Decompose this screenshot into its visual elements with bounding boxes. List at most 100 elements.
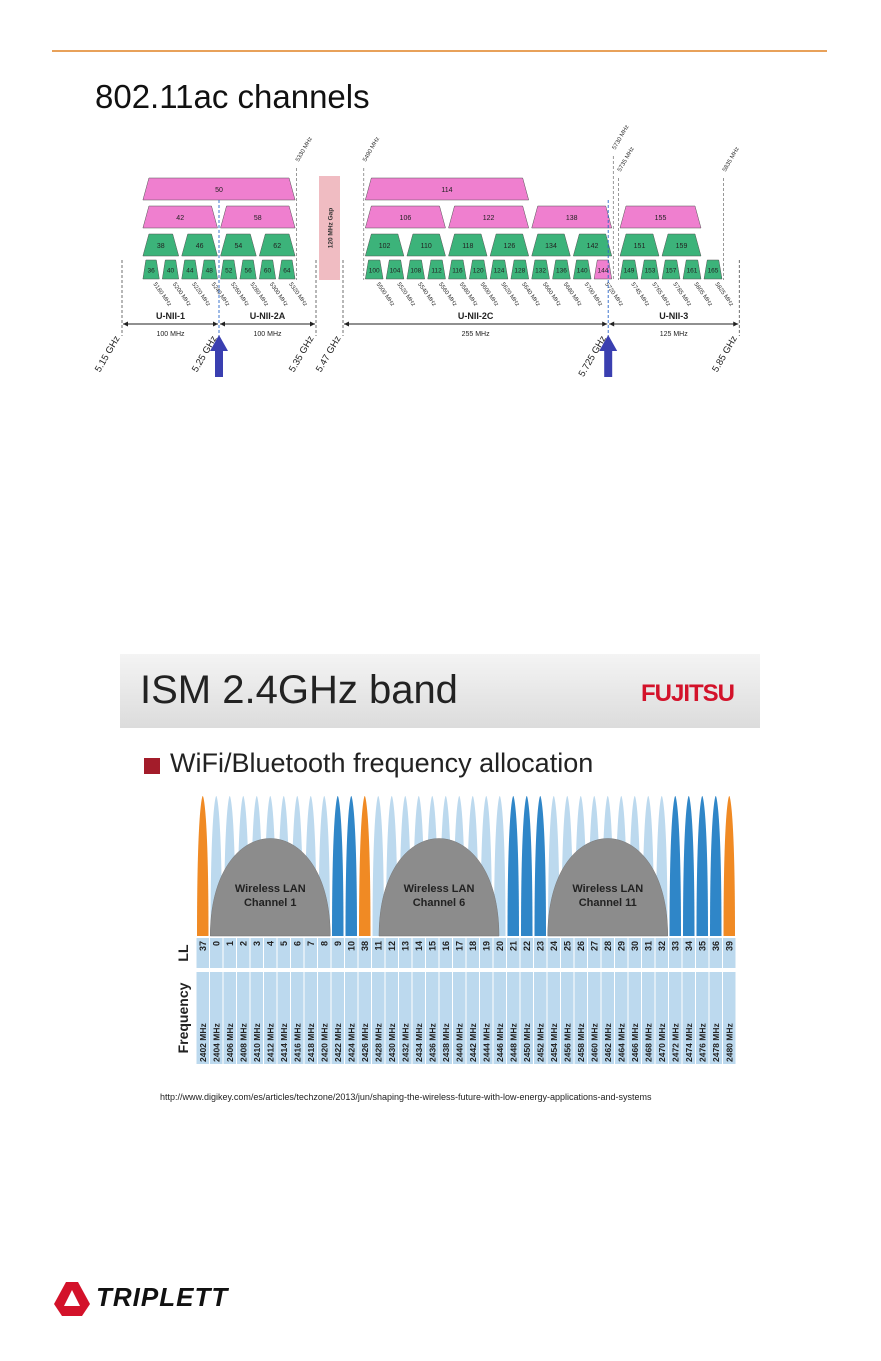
ll-cell-14 — [412, 938, 425, 968]
freq-cell-4 — [250, 972, 263, 1064]
channel-100-label: 100 — [369, 268, 380, 275]
channel-161-block — [682, 259, 702, 280]
wlan-label-line2-0: Channel 1 — [244, 897, 297, 909]
ll-cell-9 — [331, 938, 344, 968]
channel-108-label: 108 — [410, 268, 421, 275]
ble-channel-11 — [372, 796, 384, 936]
ll-cell-33 — [669, 938, 682, 968]
channel-114-label: 114 — [441, 187, 452, 194]
channel-36-freq: 5180 MHz — [151, 282, 172, 308]
ll-cell-24 — [547, 938, 560, 968]
freq-label-13: 2428 MHz — [373, 1023, 383, 1062]
freq-label-20: 2442 MHz — [468, 1023, 478, 1062]
channel-132-block — [531, 259, 550, 280]
channel-153-label: 153 — [645, 268, 656, 275]
ll-cell-38 — [358, 938, 371, 968]
ll-label-35: 35 — [697, 941, 707, 951]
channel-56-block — [239, 259, 257, 280]
channel-118-block — [448, 233, 488, 257]
freq-label-29: 2460 MHz — [589, 1023, 599, 1062]
channel-118-label: 118 — [462, 243, 473, 250]
channel-54-label: 54 — [235, 243, 243, 250]
ll-label-12: 12 — [387, 941, 397, 951]
freq-label-5: 2412 MHz — [265, 1023, 275, 1062]
freq-label-38: 2478 MHz — [711, 1023, 721, 1062]
ll-cell-35 — [696, 938, 709, 968]
freq-cell-0 — [196, 972, 209, 1064]
channel-144-label: 144 — [597, 268, 608, 275]
freq-cell-24 — [520, 972, 533, 1064]
channel-136-block — [552, 259, 571, 280]
freq-label-30: 2462 MHz — [603, 1023, 613, 1062]
freq-label-18: 2438 MHz — [441, 1023, 451, 1062]
ll-cell-37 — [196, 938, 209, 968]
channel-122-block — [448, 205, 530, 229]
ble-channel-37 — [197, 796, 209, 936]
freq-label-8: 2418 MHz — [306, 1023, 316, 1062]
channel-122-label: 122 — [483, 215, 495, 222]
freq-label-9: 2420 MHz — [319, 1023, 329, 1062]
band-arrowhead-left-0 — [123, 321, 128, 327]
channel-134-block — [531, 233, 571, 257]
channel-126-label: 126 — [504, 243, 516, 250]
freq-label-37: 2476 MHz — [697, 1023, 707, 1062]
channel-100-freq: 5500 MHz — [375, 282, 396, 308]
ll-cell-7 — [304, 938, 317, 968]
top-rule — [52, 50, 827, 52]
ll-label-14: 14 — [414, 941, 424, 951]
band-arrowhead-right-1 — [310, 321, 315, 327]
ll-label-2: 2 — [238, 941, 248, 946]
freq-cell-16 — [412, 972, 425, 1064]
ble-channel-9 — [332, 796, 344, 936]
freq-cell-14 — [385, 972, 398, 1064]
ll-cell-22 — [520, 938, 533, 968]
channel-64-block — [278, 259, 296, 280]
ll-label-19: 19 — [481, 941, 491, 951]
channel-48-label: 48 — [206, 268, 214, 275]
freq-label-15: 2432 MHz — [400, 1023, 410, 1062]
freq-label-24: 2450 MHz — [522, 1023, 532, 1062]
channel-62-block — [258, 233, 296, 257]
ll-cell-19 — [480, 938, 493, 968]
ll-label-33: 33 — [670, 941, 680, 951]
ll-label-3: 3 — [252, 941, 262, 946]
freq-cell-13 — [372, 972, 385, 1064]
ble-channel-35 — [696, 796, 708, 936]
ll-label-8: 8 — [319, 941, 329, 946]
channel-36-label: 36 — [147, 268, 155, 275]
channel-140-freq: 5700 MHz — [583, 282, 604, 308]
ble-channel-38 — [359, 796, 371, 936]
channel-60-freq: 5300 MHz — [268, 282, 289, 308]
channel-108-freq: 5540 MHz — [416, 282, 437, 308]
channel-64-label: 64 — [283, 268, 291, 275]
ble-channel-33 — [669, 796, 681, 936]
channel-58-label: 58 — [254, 215, 262, 222]
freq-cell-32 — [628, 972, 641, 1064]
channel-106-block — [364, 205, 446, 229]
ll-label-26: 26 — [576, 941, 586, 951]
ll-cell-29 — [615, 938, 628, 968]
channel-44-freq: 5220 MHz — [190, 282, 211, 308]
freq-label-1: 2404 MHz — [211, 1023, 221, 1062]
ll-label-23: 23 — [535, 941, 545, 951]
wlan-label-line2-2: Channel 11 — [579, 897, 637, 909]
channel-38-label: 38 — [157, 243, 165, 250]
up-arrow-icon — [210, 335, 228, 377]
channel-153-freq: 5765 MHz — [650, 282, 671, 308]
wlan-channel-dome-0 — [209, 838, 331, 937]
ll-cell-11 — [372, 938, 385, 968]
channel-120-block — [469, 259, 488, 280]
freq-cell-15 — [399, 972, 412, 1064]
ll-label-29: 29 — [616, 941, 626, 951]
freq-cell-38 — [709, 972, 722, 1064]
ble-channel-10 — [345, 796, 357, 936]
ll-cell-16 — [439, 938, 452, 968]
ll-row-label: LL — [175, 944, 191, 962]
ism-subtitle: WiFi/Bluetooth frequency allocation — [170, 748, 594, 778]
triplett-logo: TRIPLETT — [52, 1280, 242, 1320]
freq-top-4: 5835 MHz — [722, 146, 741, 173]
channel-126-block — [489, 233, 530, 257]
band-name-2: U-NII-2C — [458, 311, 494, 321]
freq-cell-34 — [655, 972, 668, 1064]
freq-label-2: 2406 MHz — [225, 1023, 235, 1062]
